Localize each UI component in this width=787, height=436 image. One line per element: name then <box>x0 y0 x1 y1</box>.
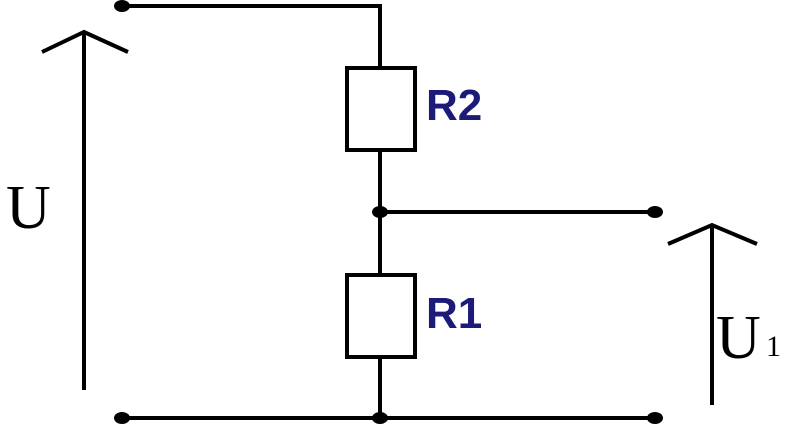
terminal-dot-top <box>114 0 130 12</box>
top-wire <box>122 4 382 68</box>
u-arrow <box>41 29 129 390</box>
terminal-dot-bottom-right <box>647 412 663 424</box>
r1-label: R1 <box>426 289 482 338</box>
u-label: U <box>6 174 51 242</box>
junction-dot-middle <box>372 206 388 218</box>
terminal-dot-bottom-left <box>114 412 130 424</box>
r2-label: R2 <box>426 81 482 130</box>
u1-label: U <box>716 304 761 372</box>
junction-dot-bottom <box>372 412 388 424</box>
resistor-r1 <box>345 273 417 359</box>
u1-arrow <box>667 222 758 405</box>
resistor-r2 <box>345 66 417 152</box>
u1-subscript: 1 <box>766 330 781 363</box>
terminal-dot-output <box>647 206 663 218</box>
